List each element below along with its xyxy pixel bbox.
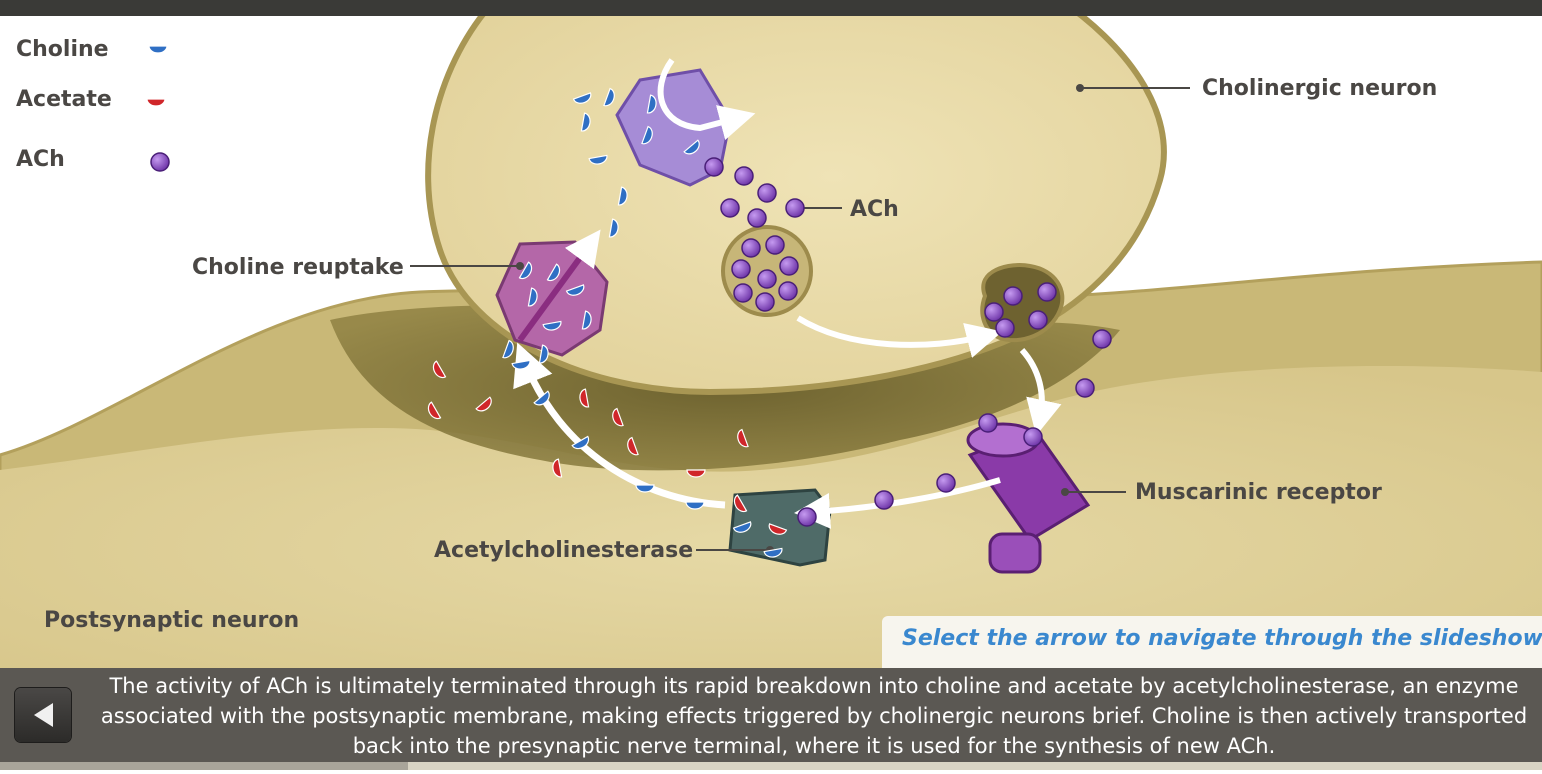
- choline-molecule: [580, 112, 591, 132]
- top-bar: [0, 0, 1542, 16]
- ach-molecule: [984, 302, 1004, 322]
- ach-molecule: [995, 318, 1015, 338]
- choline-molecule: [571, 435, 590, 450]
- acetate-molecule: [768, 523, 788, 535]
- choline-molecule: [572, 92, 592, 104]
- ach-molecule: [765, 235, 785, 255]
- choline-molecule: [511, 359, 531, 370]
- choline-molecule: [641, 125, 653, 145]
- release-arrow: [796, 315, 1003, 358]
- label-acetylcholinesterase: Acetylcholinesterase: [434, 538, 694, 563]
- acetate-molecule: [627, 436, 639, 456]
- progress-strip: [0, 762, 1542, 770]
- caption-text: The activity of ACh is ultimately termin…: [100, 674, 1528, 758]
- legend-acetate-swatch: [146, 98, 166, 107]
- acetate-molecule: [475, 396, 492, 412]
- acetate-molecule: [737, 428, 749, 448]
- acetate-molecule: [427, 401, 442, 420]
- ach-molecule: [747, 208, 767, 228]
- ach-molecule: [741, 238, 761, 258]
- ach-molecule: [785, 198, 805, 218]
- ach-molecule: [720, 198, 740, 218]
- label-choline-reuptake: Choline reuptake: [192, 255, 404, 280]
- ach-molecule: [1037, 282, 1057, 302]
- ach-molecule: [779, 256, 799, 276]
- ach-molecule: [1075, 378, 1095, 398]
- to-enzyme-arrow: [794, 477, 1001, 529]
- ach-molecule: [936, 473, 956, 493]
- progress-strip-fill: [0, 762, 408, 770]
- ach-molecule: [978, 413, 998, 433]
- acetate-molecule: [686, 469, 706, 478]
- ach-molecule: [704, 157, 724, 177]
- ach-molecule: [1003, 286, 1023, 306]
- choline-molecule: [603, 87, 615, 107]
- choline-molecule: [527, 287, 538, 307]
- ach-molecule: [778, 281, 798, 301]
- ach-molecule: [734, 166, 754, 186]
- choline-molecule: [581, 310, 592, 330]
- choline-molecule: [617, 186, 628, 206]
- choline-molecule: [732, 521, 752, 533]
- choline-molecule: [635, 484, 655, 493]
- left-triangle-icon: [34, 703, 53, 727]
- reuptake-arrow: [517, 229, 601, 342]
- acetate-molecule: [612, 407, 624, 427]
- muscarinic-receptor-shape: [966, 422, 1091, 574]
- caption-bar: The activity of ACh is ultimately termin…: [0, 668, 1542, 762]
- ach-molecule: [733, 283, 753, 303]
- choline-molecule: [763, 547, 783, 558]
- molecules-layer: [146, 45, 1112, 558]
- recycle-arrow: [657, 58, 756, 140]
- ach-synthesis-enzyme: [615, 68, 732, 187]
- binding-arrow: [1019, 347, 1062, 436]
- back-button[interactable]: [15, 688, 71, 742]
- ach-molecule: [797, 507, 817, 527]
- choline-molecule: [502, 339, 514, 359]
- choline-molecule: [565, 284, 585, 296]
- choline-molecule: [683, 139, 700, 155]
- legend-choline: Choline: [16, 37, 109, 62]
- acetate-molecule: [552, 458, 563, 478]
- acetate-molecule: [432, 360, 447, 379]
- choline-molecule: [533, 390, 550, 406]
- label-ach: ACh: [850, 197, 899, 222]
- ach-molecule: [1092, 329, 1112, 349]
- navigation-hint: Select the arrow to navigate through the…: [882, 616, 1542, 668]
- choline-molecule: [608, 218, 619, 238]
- ach-molecule: [874, 490, 894, 510]
- ach-molecule: [1028, 310, 1048, 330]
- legend-acetate: Acetate: [16, 87, 112, 112]
- ach-molecule: [757, 269, 777, 289]
- legend-choline-label: Choline: [16, 37, 109, 62]
- choline-molecule: [518, 261, 533, 280]
- label-postsynaptic-neuron: Postsynaptic neuron: [44, 608, 300, 633]
- label-muscarinic-receptor: Muscarinic receptor: [1135, 480, 1382, 505]
- choline-molecule: [546, 263, 561, 282]
- acetate-molecule: [579, 388, 590, 408]
- choline-molecule: [646, 94, 657, 114]
- acetate-molecule: [733, 494, 748, 513]
- legend-acetate-label: Acetate: [16, 87, 112, 112]
- ach-molecule: [755, 292, 775, 312]
- navigation-hint-text: Select the arrow to navigate through the…: [902, 626, 1542, 651]
- label-cholinergic-neuron: Cholinergic neuron: [1202, 76, 1438, 101]
- choline-return-arrow: [513, 342, 726, 509]
- ach-molecule: [757, 183, 777, 203]
- legend-choline-swatch: [148, 45, 168, 54]
- choline-molecule: [542, 320, 562, 331]
- ach-molecule: [731, 259, 751, 279]
- choline-molecule: [685, 501, 705, 510]
- choline-molecule: [538, 344, 549, 364]
- legend-ach: ACh: [16, 147, 65, 172]
- legend-ach-swatch: [150, 152, 170, 172]
- ach-molecule: [1023, 427, 1043, 447]
- choline-molecule: [588, 154, 608, 165]
- legend-ach-label: ACh: [16, 147, 65, 172]
